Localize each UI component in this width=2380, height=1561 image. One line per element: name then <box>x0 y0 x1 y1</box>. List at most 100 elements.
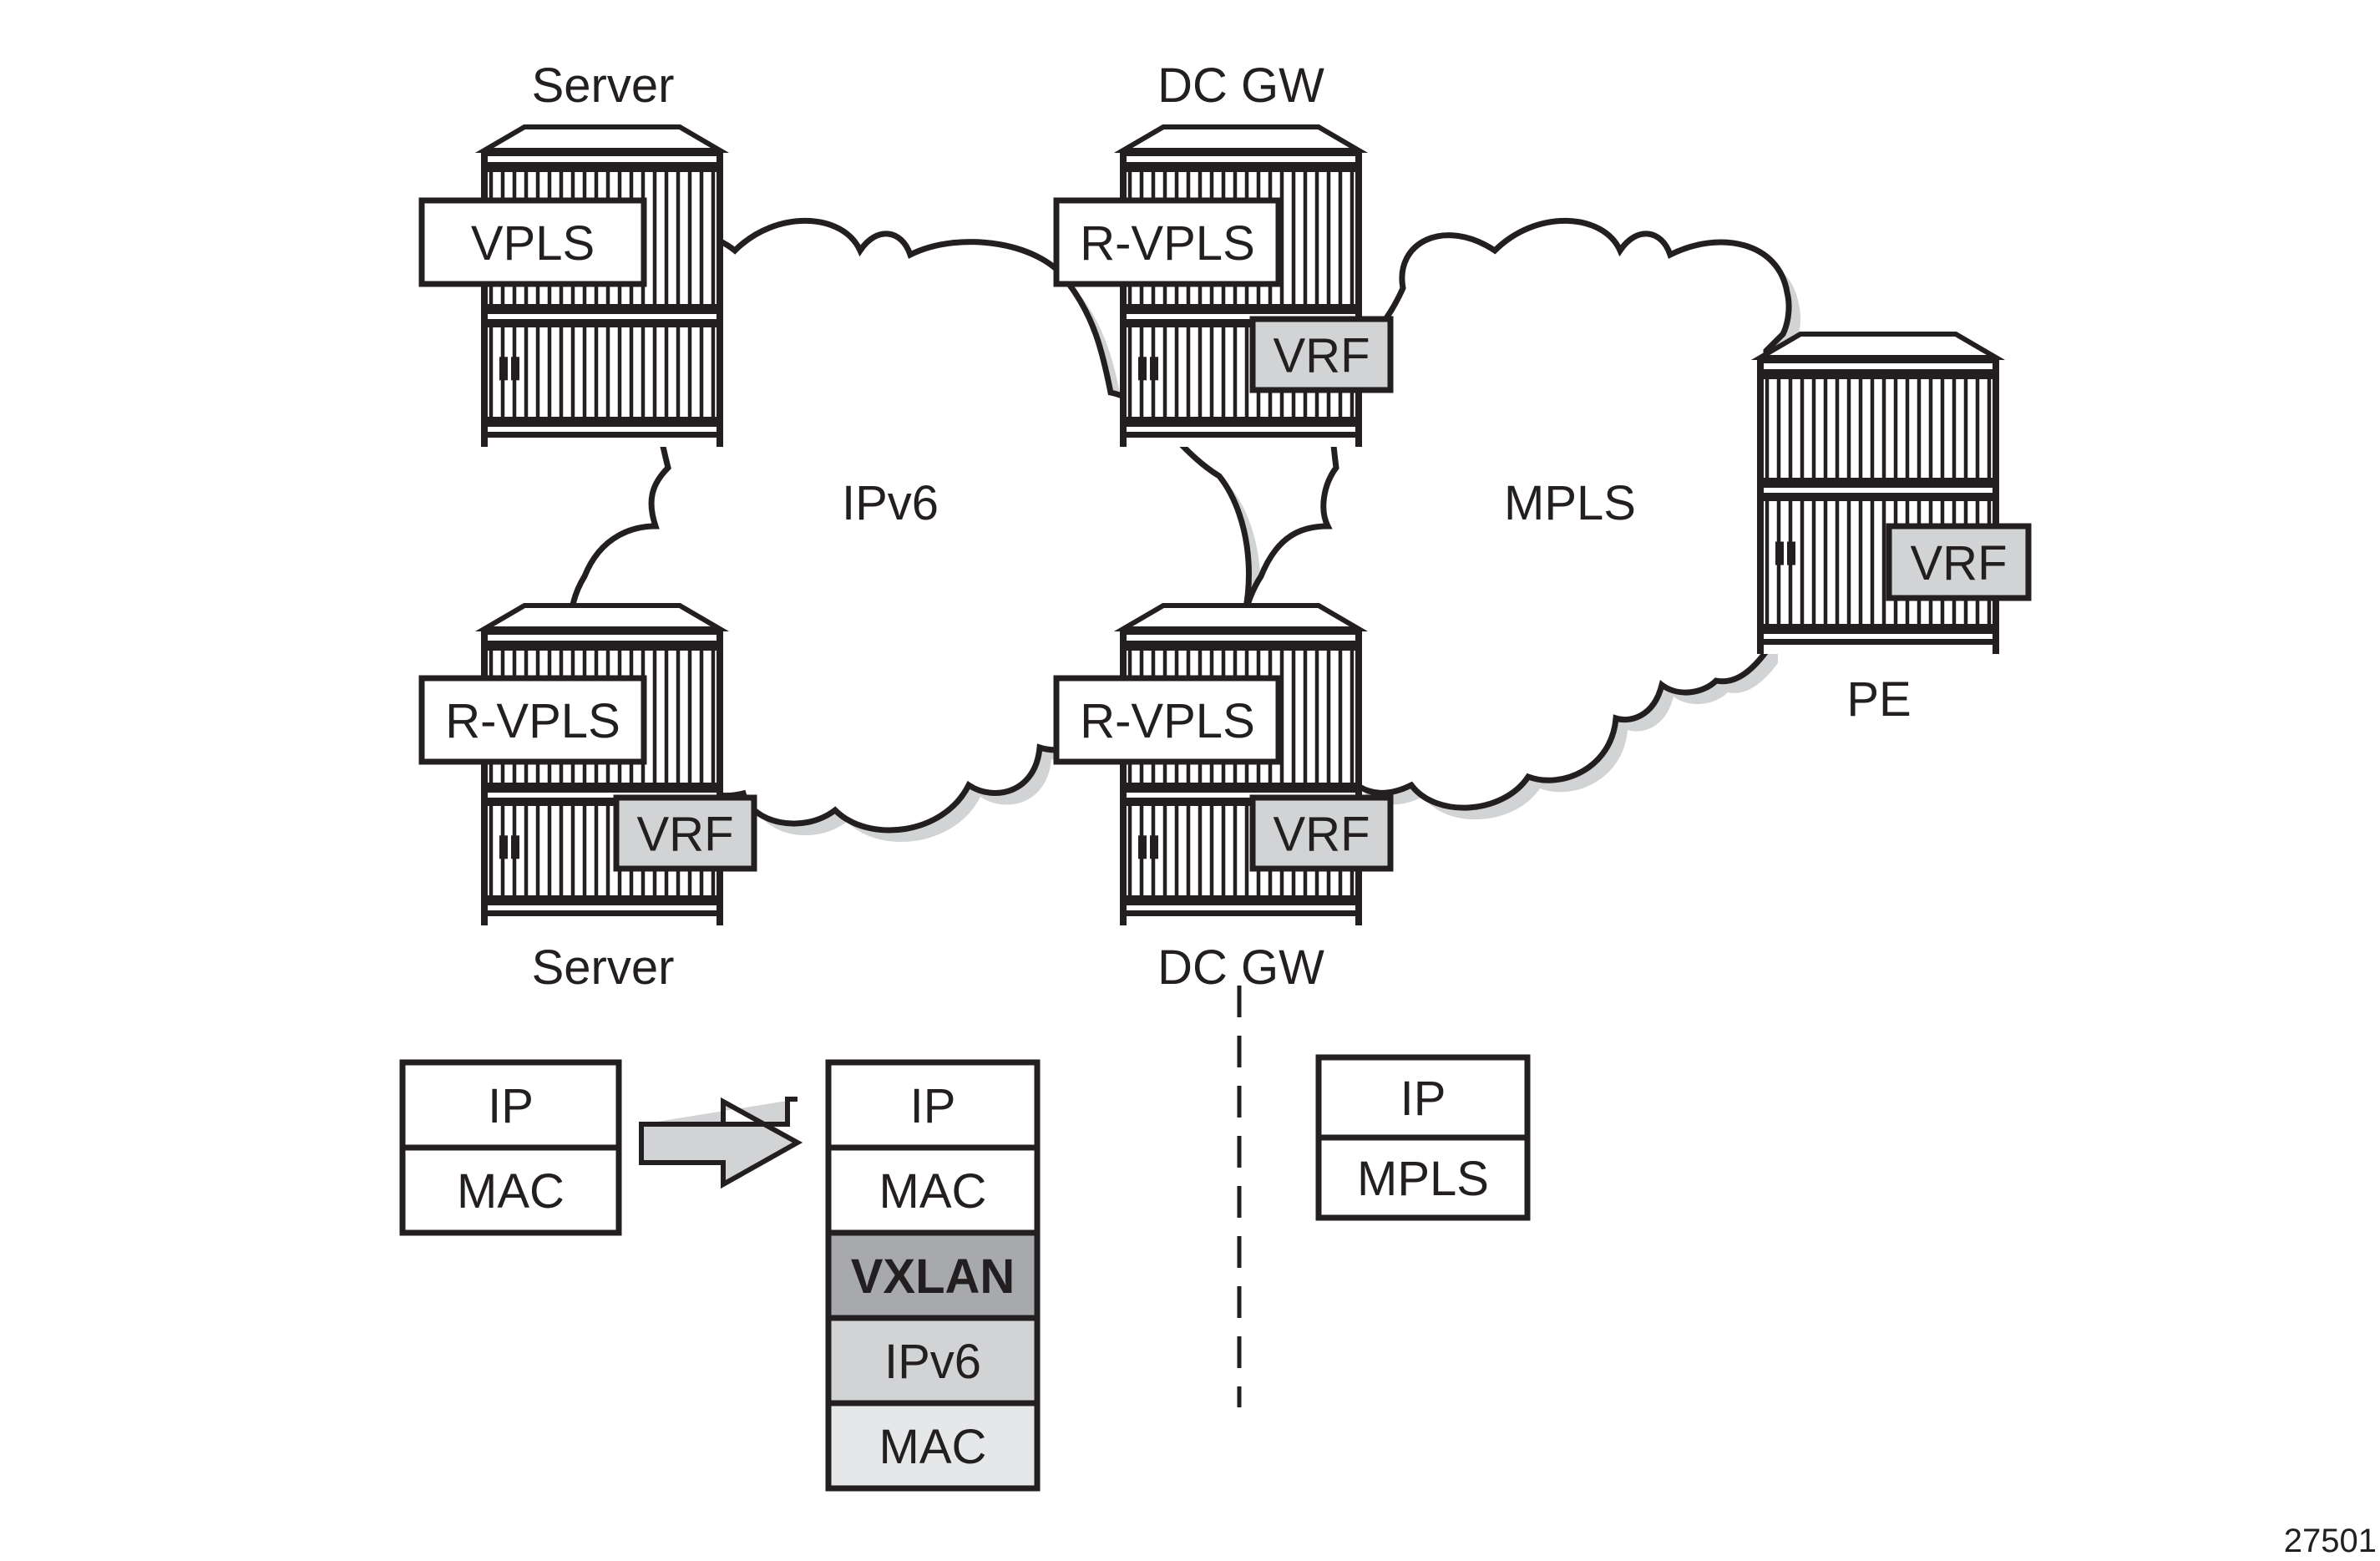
stack-layer <box>399 1059 622 1151</box>
rack-band <box>1123 641 1359 651</box>
rack-band <box>484 417 720 427</box>
stack-layer-label: IP <box>910 1079 956 1133</box>
rack-band <box>484 162 720 172</box>
rack-band <box>484 895 720 905</box>
stack-layer-label: IPv6 <box>884 1335 981 1389</box>
ipv6-cloud-label: IPv6 <box>842 476 939 530</box>
rack-band <box>484 798 720 806</box>
rack-handle-icon <box>1138 357 1147 381</box>
rack-band <box>1760 357 1996 363</box>
rack-band <box>1760 478 1996 488</box>
figure-number: 27501 <box>2284 1523 2377 1559</box>
rack-body <box>1123 629 1359 925</box>
rack-body <box>484 629 720 925</box>
r-vpls-tag-box <box>418 675 647 765</box>
rack-handle-icon <box>1150 357 1158 381</box>
rack-body <box>1123 150 1359 447</box>
rack-body <box>484 150 720 447</box>
rack-band <box>1123 629 1359 635</box>
r-vpls-tag-label: R-VPLS <box>1080 216 1255 271</box>
vrf-tag-box <box>1249 316 1394 393</box>
rack-handle-icon <box>511 357 519 381</box>
rack-band <box>1123 417 1359 427</box>
stack-layer <box>1315 1134 1531 1221</box>
rack-band <box>1123 150 1359 156</box>
rack-handle-icon <box>1787 541 1795 565</box>
rack-band <box>1760 493 1996 501</box>
rack-band <box>1123 432 1359 438</box>
stack-layer <box>399 1144 622 1236</box>
stack-layer-label: IP <box>1400 1072 1446 1126</box>
rack-band <box>1123 895 1359 905</box>
rack-band <box>1123 162 1359 172</box>
stack-layer <box>825 1400 1041 1492</box>
r-vpls-tag-box <box>1053 675 1282 765</box>
rack-top-bevel <box>1113 603 1369 631</box>
stack-layer-label: IP <box>488 1079 534 1133</box>
stack-layer <box>825 1315 1041 1406</box>
rack-band <box>1123 783 1359 793</box>
rack-band <box>1123 798 1359 806</box>
server-bottom: R-VPLS VRF <box>418 603 757 925</box>
rack-top-bevel <box>1113 124 1369 153</box>
rack-band <box>484 304 720 314</box>
rack-band <box>1123 304 1359 314</box>
rack-band <box>484 432 720 438</box>
stack-layer <box>825 1059 1041 1151</box>
provider-edge-router: VRF <box>1750 332 2032 654</box>
stack-layer <box>825 1144 1041 1236</box>
vrf-tag-box <box>1886 523 2032 601</box>
server-top-label: Server <box>532 58 675 113</box>
stack-layer-label: VXLAN <box>851 1249 1015 1304</box>
encapsulation-arrow <box>639 1097 803 1189</box>
stack-layer-label: MAC <box>879 1420 987 1474</box>
rack-handle-icon <box>1775 541 1784 565</box>
rack-band <box>1123 910 1359 916</box>
rack-body <box>1760 357 1996 654</box>
rack-band <box>484 319 720 327</box>
rack-handle-icon <box>1138 835 1147 859</box>
rack-band <box>484 641 720 651</box>
mpls-cloud-label: MPLS <box>1504 476 1636 530</box>
rack-band <box>1760 624 1996 634</box>
vpls-tag-label: VPLS <box>471 216 595 271</box>
rack-top-bevel <box>474 603 730 631</box>
rack-handle-icon <box>511 835 519 859</box>
rack-band <box>484 629 720 635</box>
rack-band <box>1760 369 1996 379</box>
server-top: VPLS <box>418 124 730 447</box>
r-vpls-tag-label: R-VPLS <box>1080 694 1255 748</box>
rack-band <box>1123 319 1359 327</box>
vrf-tag-label: VRF <box>1274 329 1370 383</box>
rack-top-bevel <box>1750 332 2006 360</box>
r-vpls-tag-box <box>1053 197 1282 287</box>
server-bottom-label: Server <box>532 940 675 995</box>
vrf-tag-box <box>613 794 757 872</box>
right-arrow-icon <box>639 1097 803 1189</box>
rack-handle-icon <box>499 357 508 381</box>
rack-band <box>1760 639 1996 645</box>
rack-band <box>484 910 720 916</box>
rack-handle-icon <box>499 835 508 859</box>
vpls-tag-box <box>418 197 647 287</box>
vrf-tag-label: VRF <box>637 808 734 862</box>
vrf-tag-label: VRF <box>1274 808 1370 862</box>
vrf-tag-box <box>1249 794 1394 872</box>
dc-gateway-top: R-VPLS VRF <box>1053 124 1394 447</box>
mpls-packet-stack: IP MPLS <box>1315 1054 1531 1221</box>
rack-band <box>484 150 720 156</box>
rack-band <box>484 783 720 793</box>
pe-label: PE <box>1846 672 1911 727</box>
r-vpls-tag-label: R-VPLS <box>445 694 620 748</box>
stack-layer <box>1315 1054 1531 1141</box>
dcgw-top-label: DC GW <box>1157 58 1324 113</box>
dc-gateway-bottom: R-VPLS VRF <box>1053 603 1394 925</box>
stack-layer-label: MPLS <box>1357 1152 1489 1206</box>
rack-top-bevel <box>474 124 730 153</box>
rack-handle-icon <box>1150 835 1158 859</box>
stack-layer-label: MAC <box>879 1164 987 1219</box>
vrf-tag-label: VRF <box>1911 536 2008 590</box>
